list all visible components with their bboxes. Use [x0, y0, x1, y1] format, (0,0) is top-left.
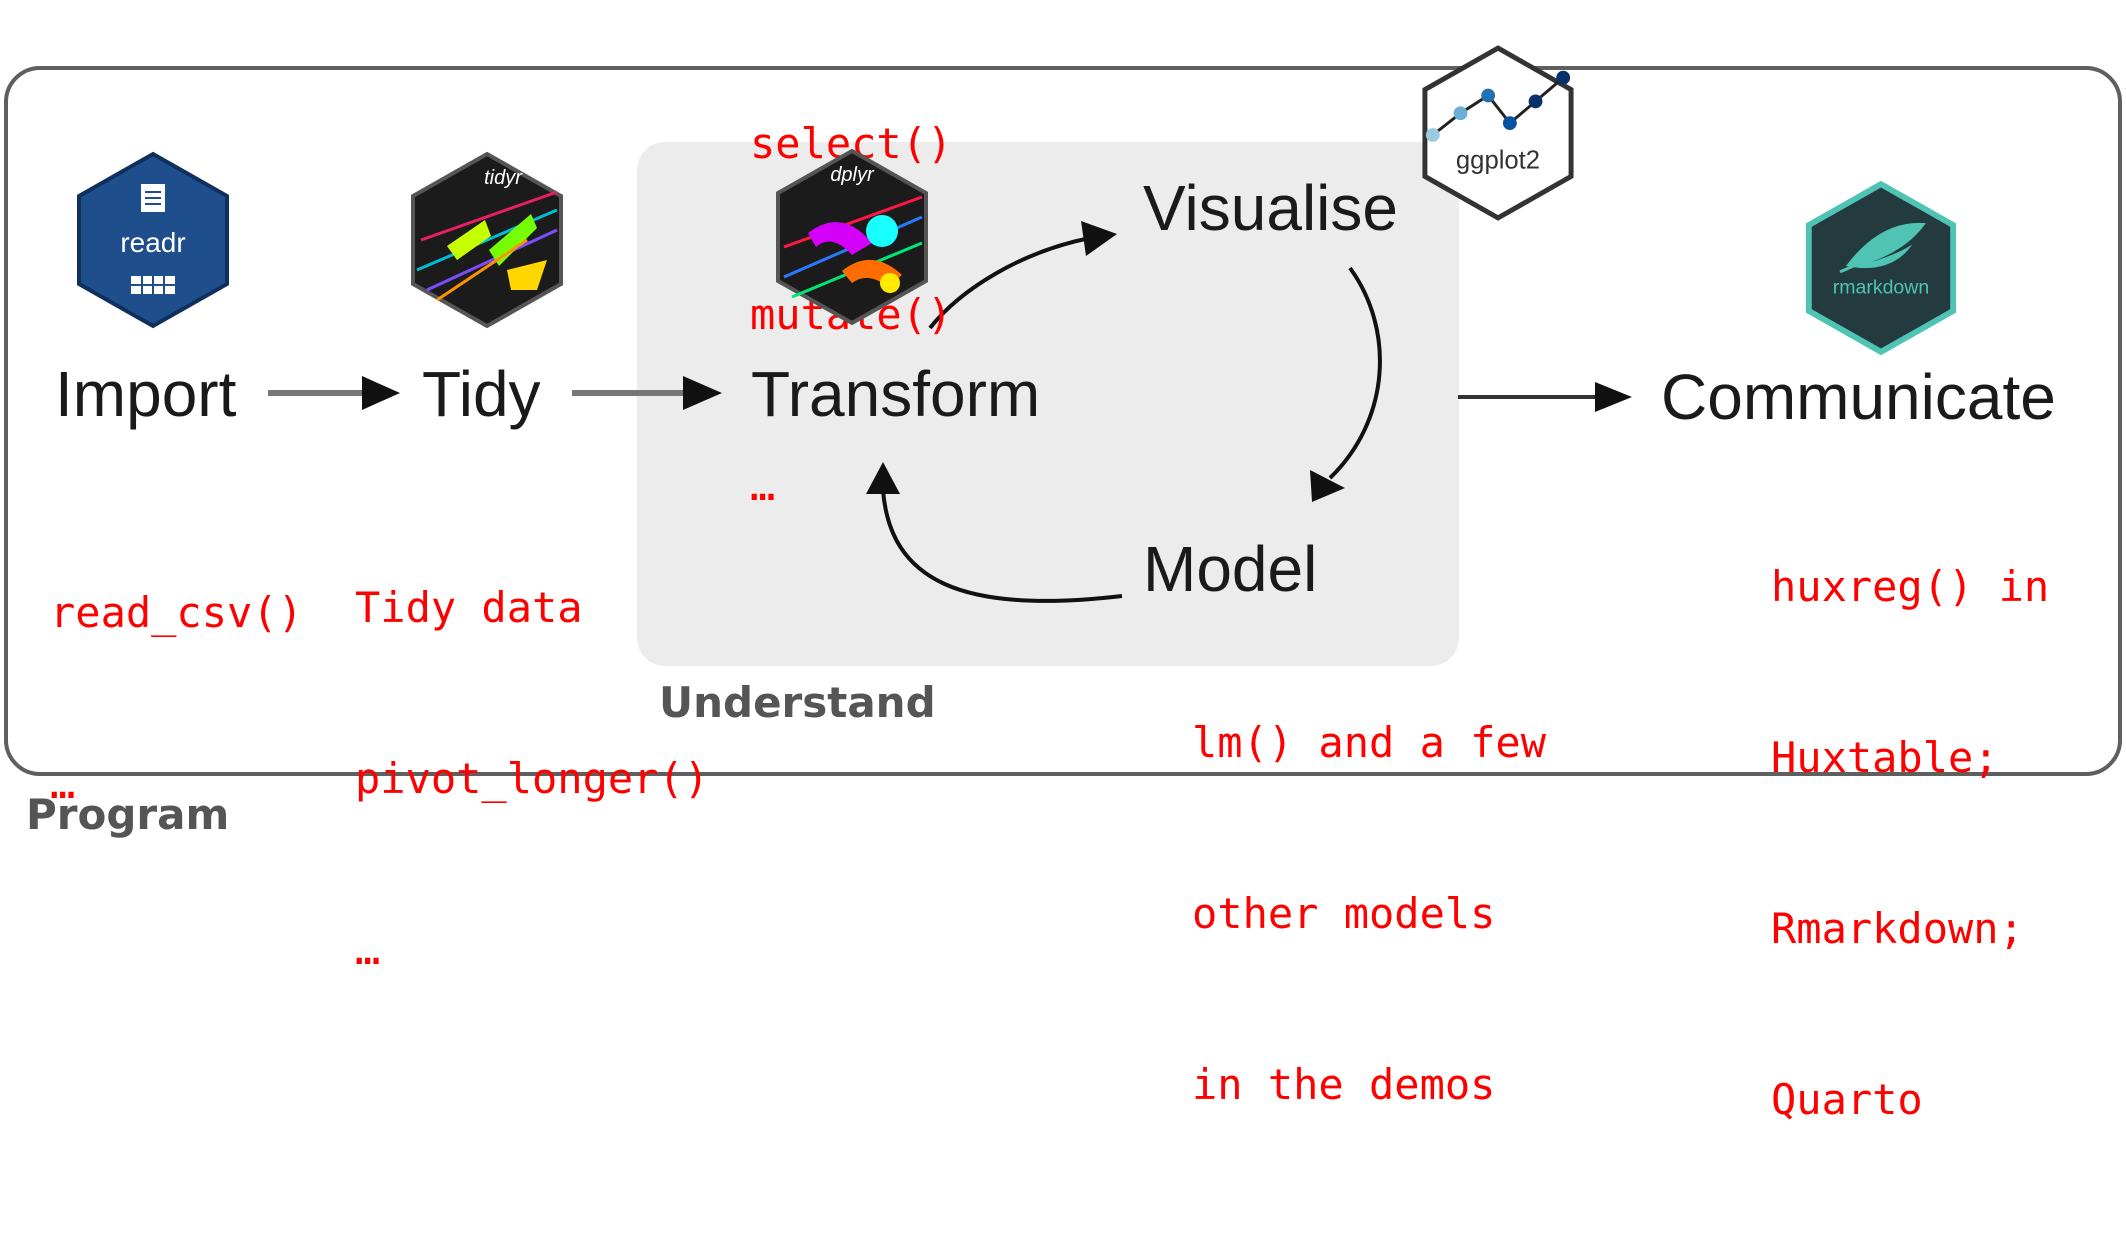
note-model: lm() and a few other models in the demos — [1192, 600, 1546, 1227]
arrow-import-tidy-head — [362, 376, 400, 410]
stage-visualise: Visualise — [1143, 172, 1398, 244]
note-communicate: huxreg() in Huxtable; Rmarkdown; Quarto — [1771, 444, 2049, 1242]
stage-tidy: Tidy — [422, 358, 541, 430]
program-container — [4, 66, 2122, 776]
note-communicate-line: Rmarkdown; — [1771, 904, 2024, 953]
dplyr-logo-icon: dplyr — [776, 148, 928, 326]
tidyr-logo-icon: tidyr — [411, 151, 563, 329]
arrow-tidy-transform-head — [683, 376, 722, 410]
understand-label: Understand — [659, 678, 936, 727]
readr-logo-text: readr — [120, 227, 185, 258]
stage-transform: Transform — [751, 358, 1041, 430]
stage-communicate: Communicate — [1661, 361, 2056, 433]
ggplot2-logo-icon: ggplot2 — [1422, 45, 1574, 221]
rmarkdown-logo-text: rmarkdown — [1833, 276, 1929, 298]
stage-import: Import — [55, 358, 237, 430]
note-communicate-line: huxreg() in — [1771, 562, 2050, 611]
arrow-transform-visualise-head — [1081, 221, 1117, 256]
note-model-line: lm() and a few — [1192, 718, 1547, 767]
note-communicate-line: Quarto — [1771, 1075, 1923, 1124]
note-tidy-line: Tidy data — [355, 583, 583, 632]
note-communicate-line: Huxtable; — [1771, 733, 1999, 782]
note-import-line: read_csv() — [50, 588, 303, 637]
program-label: Program — [26, 790, 230, 839]
note-model-line: other models — [1192, 889, 1496, 938]
arrow-understand-communicate-head — [1595, 382, 1632, 412]
note-tidy: Tidy data pivot_longer() … — [355, 465, 709, 1092]
arrows-layer — [268, 221, 1632, 603]
tidyr-logo-text: tidyr — [484, 167, 523, 189]
arrow-transform-visualise — [928, 236, 1091, 330]
workflow-diagram: Program Understand Import Tidy Transform… — [4, 45, 2122, 1124]
note-model-line: in the demos — [1192, 1060, 1496, 1109]
note-tidy-line: pivot_longer() — [355, 754, 710, 803]
arrow-model-transform — [881, 489, 1123, 603]
note-import-line: … — [50, 759, 76, 808]
arrow-model-transform-head — [866, 462, 900, 494]
rmarkdown-logo-icon: rmarkdown — [1805, 180, 1957, 356]
note-tidy-line: … — [355, 925, 381, 974]
note-transform-line: … — [750, 461, 776, 510]
stage-model: Model — [1143, 533, 1318, 605]
dplyr-logo-text: dplyr — [830, 164, 875, 186]
note-import: read_csv() … — [50, 470, 303, 926]
understand-container — [637, 142, 1459, 666]
readr-logo-icon: readr — [77, 151, 229, 329]
arrow-visualise-model — [1328, 266, 1382, 480]
ggplot2-logo-text: ggplot2 — [1456, 147, 1540, 175]
arrow-visualise-model-head — [1310, 470, 1345, 502]
